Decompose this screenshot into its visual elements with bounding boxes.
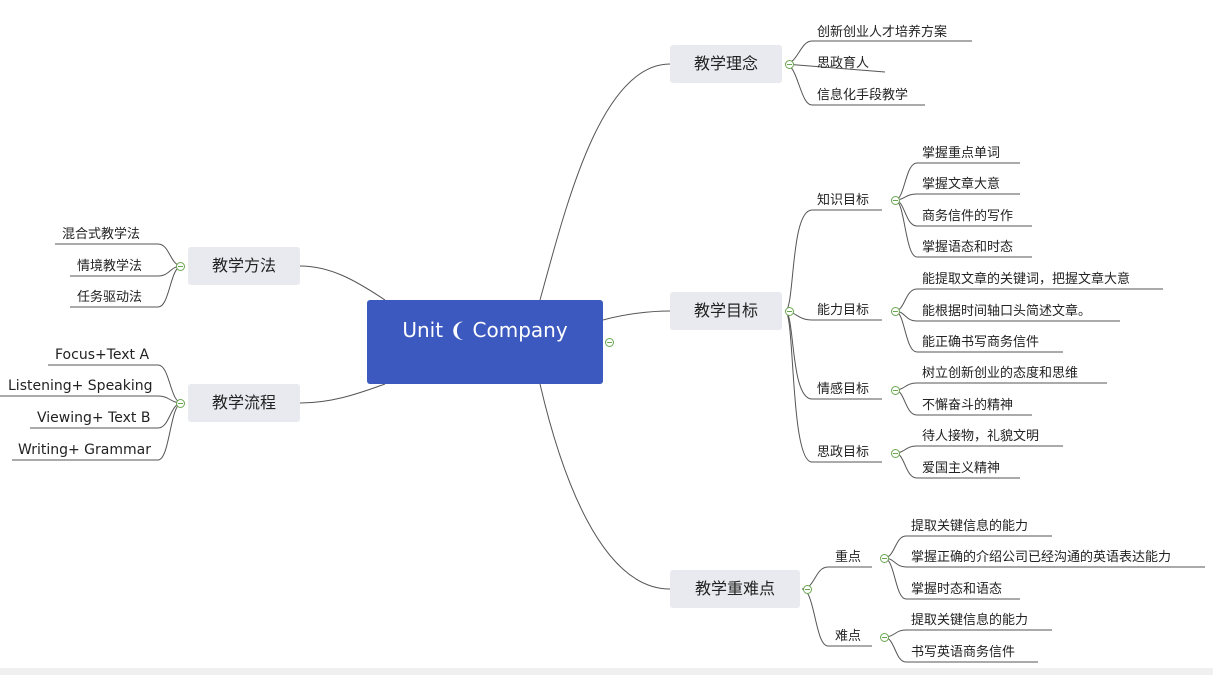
key-item[interactable]: 掌握正确的介绍公司已经沟通的英语表达能力 [911,550,1172,565]
method-item[interactable]: 任务驱动法 [77,290,143,305]
difficult-collapse-icon[interactable] [880,633,889,642]
topic-objectives[interactable]: 教学目标 [670,292,782,330]
topic-process[interactable]: 教学流程 [188,384,300,422]
objective-group-knowledge[interactable]: 知识目标 [817,193,870,208]
objective-item[interactable]: 能根据时间轴口头简述文章。 [922,304,1092,319]
process-item[interactable]: Writing+ Grammar [18,442,151,458]
objective-item[interactable]: 树立创新创业的态度和思维 [922,366,1079,381]
difficult-group[interactable]: 难点 [835,629,862,644]
objective-item[interactable]: 掌握重点单词 [922,146,1001,161]
central-topic[interactable]: Unit ❨ Company [367,300,603,384]
topic-key-difficult[interactable]: 教学重难点 [670,570,800,608]
objective-group-emotion[interactable]: 情感目标 [817,382,870,397]
difficult-item[interactable]: 书写英语商务信件 [911,645,1016,660]
connector-key-difficult [539,383,671,590]
difficult-item[interactable]: 提取关键信息的能力 [911,613,1029,628]
philosophy-collapse-icon[interactable] [785,60,794,69]
bottom-scrollbar-track [0,668,1213,675]
knowledge-collapse-icon[interactable] [891,196,900,205]
method-item[interactable]: 混合式教学法 [62,227,141,242]
objective-group-ideology[interactable]: 思政目标 [817,445,870,460]
topic-philosophy[interactable]: 教学理念 [670,45,782,83]
method-item[interactable]: 情境教学法 [77,259,143,274]
objective-item[interactable]: 掌握语态和时态 [922,240,1014,255]
objective-item[interactable]: 能提取文章的关键词，把握文章大意 [922,272,1131,287]
connector-process [299,383,386,404]
objective-item[interactable]: 爱国主义精神 [922,461,1001,476]
key-item[interactable]: 掌握时态和语态 [911,582,1003,597]
connector-methods [299,265,386,301]
central-topic-title: Unit ❨ Company [402,318,568,342]
ideology-collapse-icon[interactable] [891,449,900,458]
objective-item[interactable]: 待人接物，礼貌文明 [922,429,1040,444]
key-group[interactable]: 重点 [835,550,862,565]
process-item[interactable]: Viewing+ Text B [37,410,151,426]
objective-item[interactable]: 商务信件的写作 [922,209,1014,224]
connector-philosophy [539,63,671,301]
emotion-collapse-icon[interactable] [891,386,900,395]
objective-item[interactable]: 能正确书写商务信件 [922,335,1040,350]
connector-objectives [602,310,671,321]
central-collapse-icon[interactable] [605,338,614,347]
objective-item[interactable]: 掌握文章大意 [922,177,1001,192]
ability-collapse-icon[interactable] [891,307,900,316]
methods-collapse-icon[interactable] [176,262,185,271]
key-collapse-icon[interactable] [880,554,889,563]
topic-methods[interactable]: 教学方法 [188,247,300,285]
philosophy-item[interactable]: 创新创业人才培养方案 [817,25,948,40]
process-collapse-icon[interactable] [176,399,185,408]
objective-item[interactable]: 不懈奋斗的精神 [922,398,1014,413]
objectives-collapse-icon[interactable] [785,307,794,316]
central-topic-subtitle [401,352,563,366]
philosophy-item[interactable]: 思政育人 [817,56,870,71]
key-difficult-collapse-icon[interactable] [803,585,812,594]
philosophy-item[interactable]: 信息化手段教学 [817,88,909,103]
objective-group-ability[interactable]: 能力目标 [817,303,870,318]
process-item[interactable]: Listening+ Speaking [8,378,153,394]
process-item[interactable]: Focus+Text A [55,347,150,363]
key-item[interactable]: 提取关键信息的能力 [911,519,1029,534]
